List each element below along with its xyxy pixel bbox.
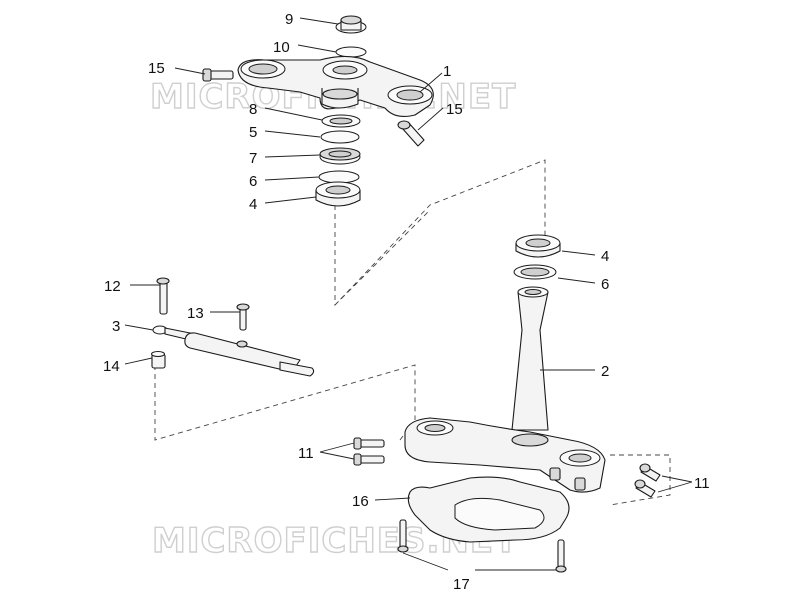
lower-clamp-bolt-left-1 bbox=[353, 437, 385, 450]
bearing-ring bbox=[320, 130, 360, 144]
callout-7: 7 bbox=[249, 150, 257, 167]
top-nut bbox=[335, 15, 367, 34]
callout-4-lower: 4 bbox=[601, 248, 609, 265]
callout-16: 16 bbox=[352, 493, 369, 510]
top-washer bbox=[335, 46, 367, 58]
upper-bearing bbox=[319, 147, 361, 165]
damper-spacer bbox=[151, 351, 166, 369]
bearing-race-lower bbox=[515, 234, 561, 258]
bearing-cup-upper bbox=[318, 170, 360, 184]
damper-bolt-long bbox=[156, 277, 170, 315]
damper-bolt-short bbox=[236, 303, 250, 331]
callout-10: 10 bbox=[273, 39, 290, 56]
clamp-bolt-left bbox=[202, 68, 234, 82]
callout-1: 1 bbox=[443, 63, 451, 80]
assembly-guide-damper bbox=[154, 364, 416, 441]
callout-11-right: 11 bbox=[694, 475, 710, 492]
lower-clamp-bolt-left-2 bbox=[353, 453, 385, 466]
callout-9: 9 bbox=[285, 11, 293, 28]
cover-screw-left bbox=[397, 519, 409, 553]
callout-14: 14 bbox=[103, 358, 120, 375]
leader-lines bbox=[124, 17, 693, 571]
callout-15-left: 15 bbox=[148, 60, 165, 77]
callout-6-upper: 6 bbox=[249, 173, 257, 190]
callout-2: 2 bbox=[601, 363, 609, 380]
upper-triple-clamp bbox=[237, 55, 434, 117]
cover-screw-right bbox=[555, 539, 567, 573]
steering-damper bbox=[152, 325, 315, 377]
steering-stem-lower-clamp bbox=[404, 286, 606, 493]
lower-clamp-bolt-right-2 bbox=[634, 479, 656, 498]
callout-11-left: 11 bbox=[298, 445, 314, 462]
callout-17: 17 bbox=[453, 576, 470, 593]
lower-cover-plate bbox=[407, 476, 570, 543]
callouts: 9 10 15 1 15 8 5 7 6 4 4 6 2 12 13 3 14 … bbox=[103, 11, 710, 593]
clamp-bolt-right bbox=[397, 120, 425, 147]
callout-12: 12 bbox=[104, 278, 121, 295]
callout-5: 5 bbox=[249, 124, 257, 141]
callout-8: 8 bbox=[249, 101, 257, 118]
callout-3: 3 bbox=[112, 318, 120, 335]
bearing-cup-lower bbox=[513, 264, 557, 280]
bearing-race-upper bbox=[315, 181, 361, 207]
assembly-guide-stem bbox=[334, 159, 546, 307]
callout-4-upper: 4 bbox=[249, 196, 257, 213]
callout-13: 13 bbox=[187, 305, 204, 322]
callout-15-right: 15 bbox=[446, 101, 463, 118]
lower-clamp-bolt-right-1 bbox=[639, 463, 661, 482]
callout-6-lower: 6 bbox=[601, 276, 609, 293]
